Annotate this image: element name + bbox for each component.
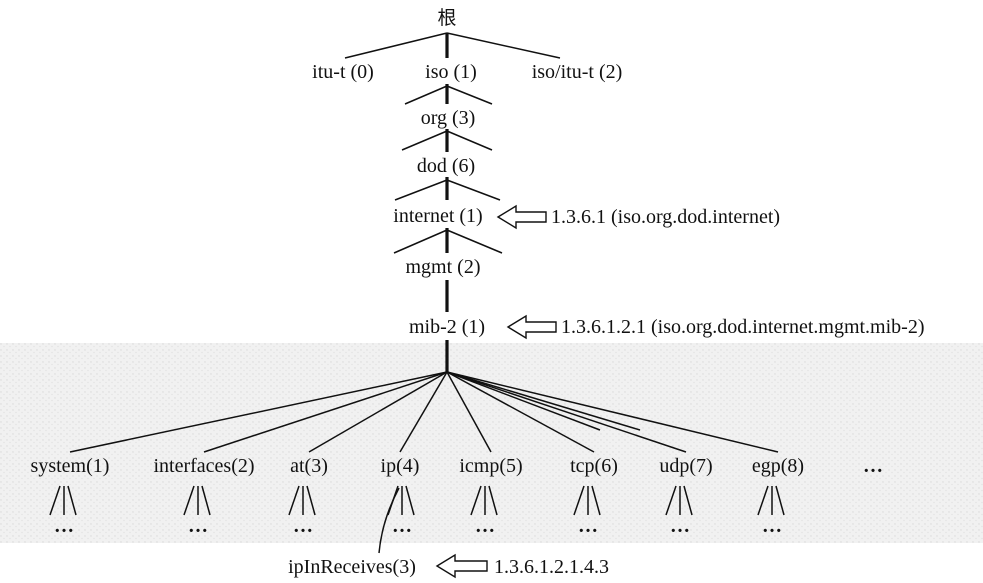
node-more: … — [863, 455, 883, 477]
edge-mib2-interfaces — [203, 371, 448, 453]
sub-ellipsis-interfaces: … — [188, 515, 208, 537]
sub-edge-egp — [775, 485, 785, 516]
sub-edge-udp — [665, 485, 677, 516]
sub-ellipsis-system: … — [54, 515, 74, 537]
node-udp: udp(7) — [659, 455, 712, 477]
node-ipinreceives: ipInReceives(3) — [288, 556, 416, 578]
edge-org-left — [401, 130, 448, 151]
sub-edge-interfaces — [201, 485, 211, 516]
edge-mib2-ip — [399, 371, 448, 453]
edge-iso-right — [446, 85, 493, 105]
sub-edge-at — [306, 485, 316, 516]
sub-ellipsis-udp: … — [670, 515, 690, 537]
annotation-mib-2: 1.3.6.1.2.1 (iso.org.dod.internet.mgmt.m… — [561, 316, 925, 338]
sub-edge-icmp — [488, 485, 498, 516]
edge-mib2-tcp — [446, 371, 595, 453]
shaded-band — [0, 343, 983, 543]
edge-mib2-extra — [446, 371, 601, 431]
edge-iso-left — [404, 85, 448, 105]
arrow-left-icon — [496, 204, 547, 230]
node-ip: ip(4) — [381, 455, 420, 477]
mib2-fan-edges — [69, 371, 779, 453]
sub-edge-system — [49, 485, 61, 516]
edge-mib2-icmp — [446, 371, 492, 453]
node-internet: internet (1) — [393, 205, 482, 227]
node-tcp: tcp(6) — [570, 455, 618, 477]
annotation-ipinreceives: 1.3.6.1.2.1.4.3 — [494, 556, 609, 578]
sub-edge-icmp — [470, 485, 482, 516]
node-itu-t: itu-t (0) — [312, 61, 374, 83]
arrow-left-icon — [506, 314, 557, 340]
edge-ip-ipinreceives — [378, 487, 400, 554]
node-iso: iso (1) — [425, 61, 477, 83]
sub-ellipsis-egp: … — [762, 515, 782, 537]
node-org: org (3) — [421, 107, 476, 129]
annotation-internet: 1.3.6.1 (iso.org.dod.internet) — [551, 206, 780, 228]
sub-ellipsis-ip: … — [392, 515, 412, 537]
edge-dod-right — [446, 179, 501, 201]
sub-edge-egp — [757, 485, 769, 516]
edge-internet-left — [393, 229, 448, 254]
edge-dod-left — [394, 179, 448, 201]
node-interfaces: interfaces(2) — [153, 455, 254, 477]
root-label: 根 — [437, 7, 456, 29]
edge-mib2-extra — [446, 371, 641, 431]
edge-mib2-egp — [446, 371, 779, 453]
edge-mib2-udp — [446, 371, 687, 453]
node-mib-2: mib-2 (1) — [409, 316, 485, 338]
sub-edge-tcp — [591, 485, 601, 516]
edge-root-isoitu — [446, 32, 561, 59]
edge-internet-right — [446, 229, 503, 254]
edge-mib2-system — [69, 371, 448, 453]
node-iso-itu-t: iso/itu-t (2) — [532, 61, 623, 83]
edge-mib2-at — [308, 371, 448, 453]
node-system: system(1) — [31, 455, 110, 477]
node-dod: dod (6) — [417, 155, 475, 177]
node-icmp: icmp(5) — [459, 455, 522, 477]
sub-edge-tcp — [573, 485, 585, 516]
sub-ellipsis-icmp: … — [475, 515, 495, 537]
sub-edge-udp — [683, 485, 693, 516]
sub-edge-interfaces — [183, 485, 195, 516]
sub-ellipsis-tcp: … — [578, 515, 598, 537]
arrow-left-icon — [435, 553, 488, 579]
sub-edge-at — [288, 485, 300, 516]
sub-branches: … … … … … … … … — [49, 485, 785, 537]
node-egp: egp(8) — [752, 455, 804, 477]
sub-ellipsis-at: … — [293, 515, 313, 537]
node-mgmt: mgmt (2) — [406, 256, 481, 278]
edge-root-itu — [344, 32, 448, 59]
node-at: at(3) — [290, 455, 328, 477]
sub-edge-system — [67, 485, 77, 516]
edge-org-right — [446, 130, 493, 151]
sub-edge-ip — [405, 485, 415, 516]
